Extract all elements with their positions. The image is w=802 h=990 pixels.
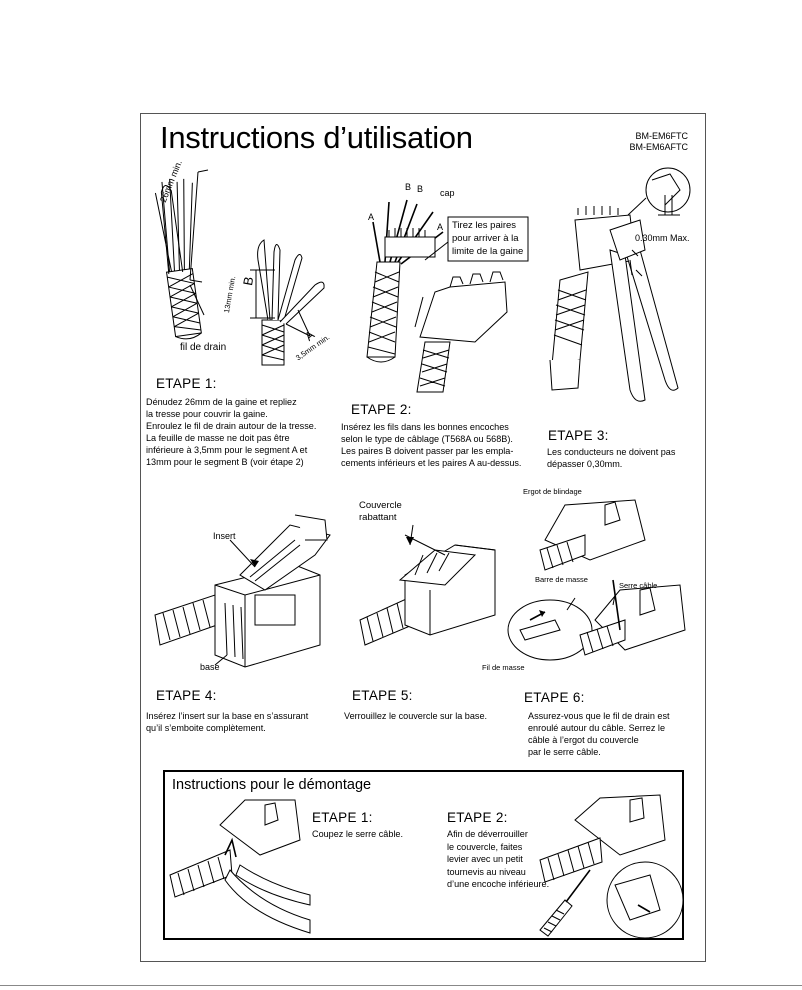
dismount-step2-line: levier avec un petit [447,854,523,864]
step1-line: La feuille de masse ne doit pas être [146,433,290,443]
step1-line: Enroulez le fil de drain autour de la tr… [146,421,317,431]
step3-heading: ETAPE 3: [548,428,609,443]
step1-line: 13mm pour le segment B (voir étape 2) [146,457,304,467]
step5-line: Verrouillez le couvercle sur la base. [344,711,488,721]
dismount-step2-line: le couvercle, faites [447,841,523,852]
callout-line: pour arriver à la [452,233,519,244]
max-gap-label: 0.30mm Max. [635,233,690,243]
step1-line: inférieure à 3,5mm pour le segment A et [146,445,308,455]
step4-heading: ETAPE 4: [156,688,217,703]
dismount-step2-line: tournevis au niveau [447,866,526,877]
step4-line: qu’il s’emboite complètement. [146,723,266,733]
step6-heading: ETAPE 6: [524,690,585,705]
dismount-step2-line: d’une encoche inférieure. [447,879,550,889]
pair-a-label: A [368,212,375,222]
cover-label-line: rabattant [359,512,397,523]
step2-heading: ETAPE 2: [351,402,412,417]
step1-cable-illustration [154,169,325,366]
step6-line: enroulé autour du câble. Serrez le [528,723,665,733]
barre-label: Barre de masse [535,575,588,584]
step4-insert-illustration [154,514,331,668]
callout-line: Tirez les paires [452,220,517,231]
callout-text: Tirez les paires pour arriver à la limit… [452,219,523,258]
page-divider [0,985,802,986]
step3-text: Les conducteurs ne doivent pas dépasser … [547,446,675,470]
step6-cable-tie-illustration [507,499,686,661]
model-number: BM-EM6AFTC [629,142,689,152]
dismount-box [163,770,684,940]
step2-line: Les paires B doivent passer par les empl… [341,446,514,456]
step5-heading: ETAPE 5: [352,688,413,703]
callout-line: limite de la gaine [452,246,524,257]
dismount-step2-text: Afin de déverrouiller le couvercle, fait… [447,828,549,891]
dismount-step2-heading: ETAPE 2: [447,810,508,825]
ergot-label: Ergot de blindage [523,487,582,496]
step2-line: cements inférieurs et les paires A au-de… [341,458,522,468]
page-title: Instructions d’utilisation [160,120,473,155]
dismount-step1-text: Coupez le serre câble. [312,828,403,840]
step3-line: Les conducteurs ne doivent pas [547,447,676,457]
step6-line: Assurez-vous que le fil de drain est [528,711,670,721]
cover-label-line: Couvercle [359,500,402,511]
insert-label: Insert [213,531,236,541]
step5-text: Verrouillez le couvercle sur la base. [344,710,487,722]
dismount-step1-illustration [169,799,311,934]
cap-label: cap [440,188,455,198]
pair-b-label: B [417,184,424,194]
pair-b-label: B [405,182,412,192]
step4-line: Insérez l’insert sur la base en s’assura… [146,711,309,721]
step6-line: câble à l’ergot du couvercle [528,735,639,745]
fil-label: Fil de masse [482,663,525,672]
step1-text: Dénudez 26mm de la gaine et repliez la t… [146,396,316,468]
model-number: BM-EM6FTC [635,131,689,141]
step3-cutter-illustration [549,167,691,402]
step6-text: Assurez-vous que le fil de drain est enr… [528,710,670,758]
pair-a-label: A [437,222,444,232]
step5-cover-illustration [359,524,496,646]
step1-heading: ETAPE 1: [156,376,217,391]
serre-label: Serre câble [619,581,658,590]
step6-line: par le serre câble. [528,747,601,757]
step1-line: la tresse pour couvrir la gaine. [146,409,268,419]
model-numbers: BM-EM6FTC BM-EM6AFTC [620,131,689,153]
step2-text: Insérez les fils dans les bonnes encoche… [341,421,521,469]
dismount-title: Instructions pour le démontage [172,777,372,793]
cover-label: Couvercle rabattant [359,500,402,524]
dismount-step2-line: Afin de déverrouiller [447,829,528,839]
base-label: base [200,662,220,672]
step2-line: selon le type de câblage (T568A ou 568B)… [341,434,513,444]
step4-text: Insérez l’insert sur la base en s’assura… [146,710,308,734]
dismount-step1-heading: ETAPE 1: [312,810,373,825]
dismount-step1-line: Coupez le serre câble. [312,829,403,839]
step2-line: Insérez les fils dans les bonnes encoche… [341,422,509,432]
step2-wiring-illustration [366,199,529,393]
instruction-sheet [140,113,706,962]
drain-wire-label: fil de drain [180,342,227,353]
dismount-step2-illustration [539,794,684,939]
step3-line: dépasser 0,30mm. [547,459,623,469]
step1-line: Dénudez 26mm de la gaine et repliez [146,397,297,407]
